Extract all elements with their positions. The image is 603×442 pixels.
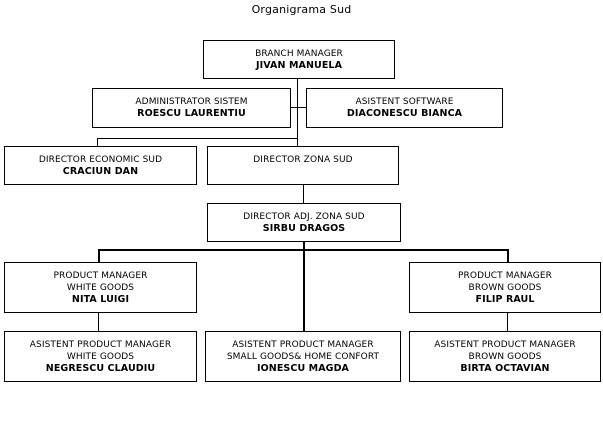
connector-pm-white-to-asistent [98, 312, 99, 331]
node-asistent-software[interactable]: ASISTENT SOFTWARE DIACONESCU BIANCA [306, 88, 503, 128]
connector-level3-bus [97, 138, 298, 139]
node-asistent-pm-brown-goods[interactable]: ASISTENT PRODUCT MANAGER BROWN GOODS BIR… [409, 331, 601, 382]
node-role: ADMINISTRATOR SISTEM [135, 97, 248, 107]
node-person: BIRTA OCTAVIAN [460, 362, 550, 374]
node-director-economic-sud[interactable]: DIRECTOR ECONOMIC SUD CRACIUN DAN [4, 146, 197, 185]
connector-drop-asistent-small-goods [303, 249, 305, 331]
node-role-line2: BROWN GOODS [468, 351, 542, 362]
connector-pm-brown-to-asistent [507, 312, 508, 331]
node-role: BRANCH MANAGER [255, 48, 343, 59]
node-person: ROESCU LAURENTIU [137, 108, 246, 119]
node-director-zona-sud[interactable]: DIRECTOR ZONA SUD [207, 146, 399, 185]
node-role-line1: ASISTENT PRODUCT MANAGER [29, 339, 172, 350]
node-product-manager-white-goods[interactable]: PRODUCT MANAGER WHITE GOODS NITA LUIGI [4, 262, 197, 313]
node-role-line1: PRODUCT MANAGER [53, 270, 148, 281]
connector-drop-pm-white [98, 249, 100, 262]
connector-zona-to-adj [303, 184, 304, 203]
node-role-line1: ASISTENT PRODUCT MANAGER [434, 339, 576, 350]
node-role-line2: WHITE GOODS [66, 351, 135, 362]
node-person: JIVAN MANUELA [255, 59, 343, 71]
node-administrator-sistem[interactable]: ADMINISTRATOR SISTEM ROESCU LAURENTIU [92, 88, 291, 128]
connector-branch-to-asistent-software [297, 107, 306, 108]
connector-drop-director-economic [97, 138, 98, 146]
node-role: DIRECTOR ECONOMIC SUD [38, 154, 163, 165]
node-person: IONESCU MAGDA [256, 362, 350, 374]
page-title: Organigrama Sud [251, 3, 352, 16]
node-asistent-pm-white-goods[interactable]: ASISTENT PRODUCT MANAGER WHITE GOODS NEG… [4, 331, 197, 382]
node-person: NEGRESCU CLAUDIU [45, 362, 156, 374]
node-role: ASISTENT SOFTWARE [355, 97, 454, 107]
node-role-line1: PRODUCT MANAGER [458, 270, 552, 281]
node-role-line2: BROWN GOODS [468, 282, 542, 293]
connector-adj-trunk [303, 241, 305, 250]
node-director-adj-zona-sud[interactable]: DIRECTOR ADJ. ZONA SUD SIRBU DRAGOS [207, 203, 401, 242]
node-branch-manager[interactable]: BRANCH MANAGER JIVAN MANUELA [203, 40, 395, 79]
node-role-line2: SMALL GOODS& HOME CONFORT [226, 351, 380, 362]
node-person: CRACIUN DAN [62, 165, 139, 177]
node-role: DIRECTOR ADJ. ZONA SUD [243, 211, 365, 222]
node-asistent-pm-small-goods[interactable]: ASISTENT PRODUCT MANAGER SMALL GOODS& HO… [205, 331, 401, 382]
connector-branch-to-administrator [290, 107, 298, 108]
node-product-manager-brown-goods[interactable]: PRODUCT MANAGER BROWN GOODS FILIP RAUL [409, 262, 601, 313]
node-role: DIRECTOR ZONA SUD [253, 155, 353, 165]
node-person: DIACONESCU BIANCA [346, 108, 463, 119]
node-person: FILIP RAUL [475, 293, 535, 305]
connector-drop-pm-brown [507, 249, 509, 262]
node-role-line1: ASISTENT PRODUCT MANAGER [232, 339, 374, 350]
node-person: SIRBU DRAGOS [262, 222, 346, 234]
connector-branch-manager-trunk [297, 78, 298, 146]
node-role-line2: WHITE GOODS [66, 282, 135, 293]
node-person: NITA LUIGI [71, 293, 130, 305]
